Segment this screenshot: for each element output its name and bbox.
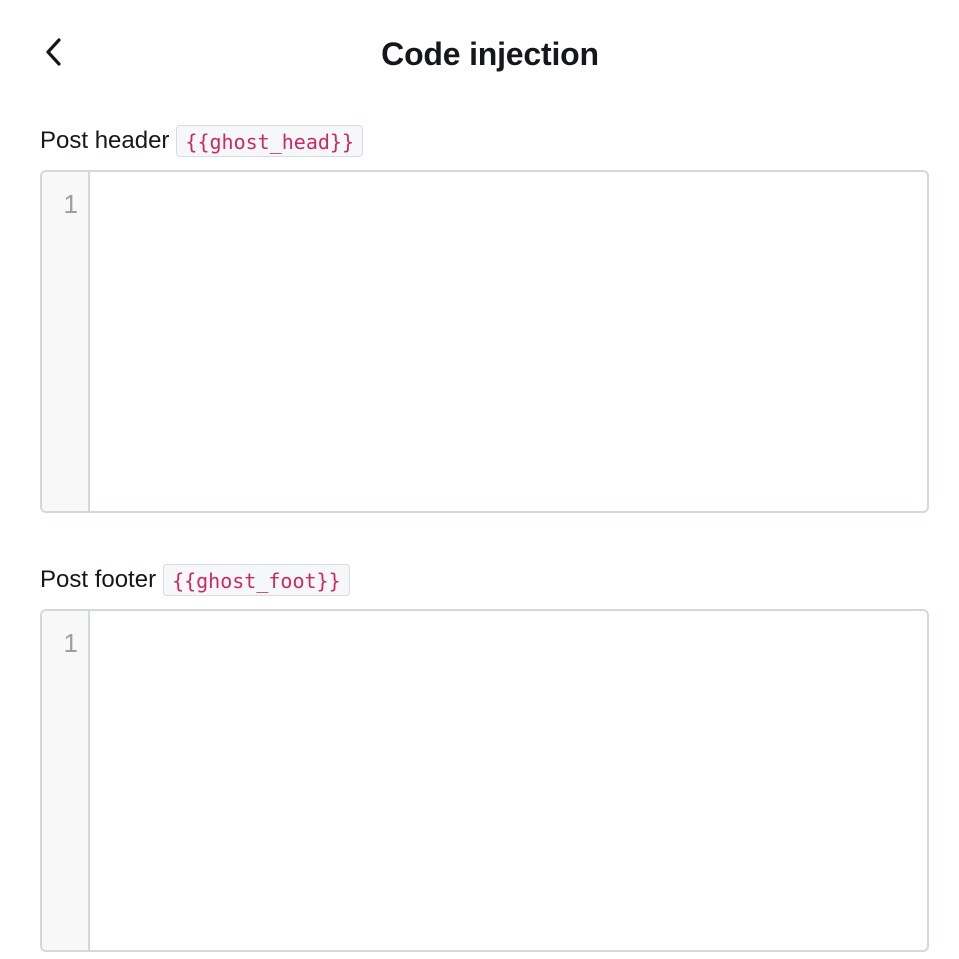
ghost-head-helper-badge: {{ghost_head}} — [176, 125, 363, 157]
back-button[interactable] — [32, 30, 76, 74]
post-footer-gutter: 1 — [42, 611, 90, 950]
post-header-label-row: Post header {{ghost_head}} — [40, 124, 929, 158]
post-header-code-editor[interactable]: 1 — [40, 170, 929, 513]
ghost-foot-helper-badge: {{ghost_foot}} — [163, 564, 350, 596]
post-header-code-input[interactable] — [90, 172, 927, 511]
post-footer-label-row: Post footer {{ghost_foot}} — [40, 563, 929, 597]
post-footer-code-editor[interactable]: 1 — [40, 609, 929, 952]
post-footer-label: Post footer — [40, 566, 157, 593]
chevron-left-icon — [46, 38, 61, 66]
line-number: 1 — [63, 189, 78, 219]
line-number: 1 — [63, 628, 78, 658]
panel-header: Code injection — [0, 0, 959, 108]
post-footer-section: Post footer {{ghost_foot}} 1 — [40, 563, 929, 952]
post-header-gutter: 1 — [42, 172, 90, 511]
post-footer-code-input[interactable] — [90, 611, 927, 950]
post-header-section: Post header {{ghost_head}} 1 — [40, 124, 929, 513]
page-title: Code injection — [381, 36, 599, 72]
post-header-label: Post header — [40, 127, 170, 154]
